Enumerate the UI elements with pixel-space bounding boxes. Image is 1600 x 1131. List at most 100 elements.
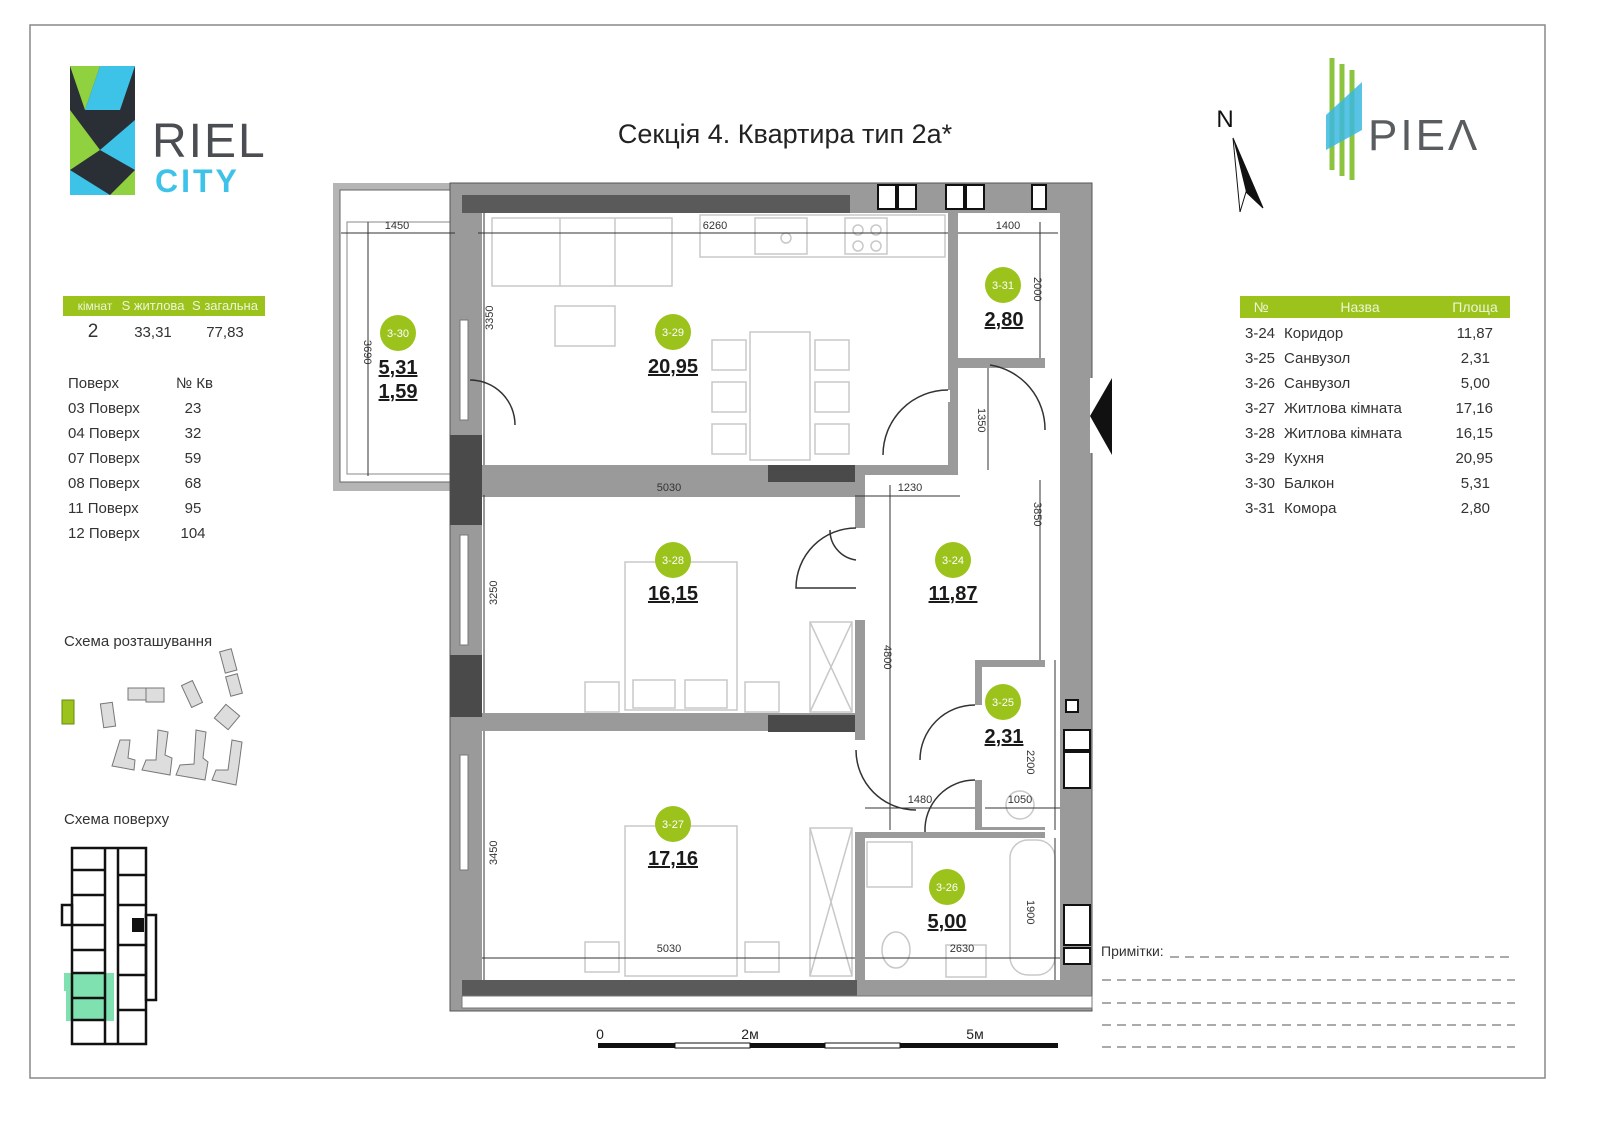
dim-label: 4800 [881, 645, 893, 669]
floor-name: 03 Поверх [68, 400, 140, 417]
summary-header-living: S житлова [122, 298, 186, 313]
riel-city-logo: RIEL CITY [70, 66, 265, 199]
room-bath-26 [865, 838, 1060, 980]
page-title: Секція 4. Квартира тип 2а* [618, 119, 953, 149]
summary-living: 33,31 [134, 324, 172, 341]
svg-text:Комора: Комора [1284, 500, 1337, 517]
piel-logo: PIEΛ [1326, 58, 1480, 180]
svg-text:Балкон: Балкон [1284, 475, 1334, 492]
floor-row: 04 Поверх 32 [68, 425, 201, 442]
rooms-table-row: 3-24 Коридор 11,87 [1245, 325, 1493, 342]
svg-text:5,00: 5,00 [1461, 375, 1490, 392]
dim-label: 3250 [488, 581, 500, 605]
room-label-3-30: 3-30 5,31 1,59 [379, 315, 418, 403]
room-label-3-25: 3-25 2,31 [985, 684, 1024, 748]
current-building-marker [61, 699, 75, 725]
svg-text:Житлова кімната: Житлова кімната [1284, 400, 1403, 417]
dim-label: 5030 [657, 482, 681, 494]
floors-header-apt: № Кв [176, 375, 213, 392]
room-area: 2,80 [985, 309, 1024, 331]
notes-label: Примітки: [1101, 943, 1164, 959]
svg-text:3-31: 3-31 [992, 280, 1014, 292]
svg-text:3-28: 3-28 [662, 555, 684, 567]
svg-text:Санвузол: Санвузол [1284, 375, 1350, 392]
svg-text:2,31: 2,31 [1461, 350, 1490, 367]
summary-header-rooms: кімнат [78, 299, 113, 313]
floor-scheme-map [60, 846, 158, 1046]
north-label: N [1216, 106, 1233, 133]
svg-text:3-29: 3-29 [662, 327, 684, 339]
apt-number: 104 [180, 525, 205, 542]
scale-label: 5м [966, 1026, 983, 1042]
rooms-header-area: Площа [1452, 299, 1498, 315]
svg-text:3-30: 3-30 [387, 328, 409, 340]
svg-text:20,95: 20,95 [1455, 450, 1493, 467]
dim-label: 1050 [1008, 794, 1032, 806]
logo-piel-text: PIEΛ [1368, 111, 1480, 160]
room-area-secondary: 1,59 [379, 381, 418, 403]
summary-header-total: S загальна [192, 298, 259, 313]
svg-text:3-24: 3-24 [942, 555, 964, 567]
svg-text:3-27: 3-27 [1245, 400, 1275, 417]
north-arrow: N [1216, 106, 1264, 213]
svg-text:5,31: 5,31 [1461, 475, 1490, 492]
svg-text:Коридор: Коридор [1284, 325, 1343, 342]
room-area: 5,00 [928, 911, 967, 933]
doors [469, 364, 1046, 833]
svg-text:3-25: 3-25 [1245, 350, 1275, 367]
rooms-table-row: 3-25 Санвузол 2,31 [1245, 350, 1490, 367]
svg-text:2,80: 2,80 [1461, 500, 1490, 517]
floor-name: 11 Поверх [68, 500, 139, 517]
site-scheme-map [61, 648, 243, 786]
rooms-table-row: 3-29 Кухня 20,95 [1245, 450, 1493, 467]
floor-name: 07 Поверх [68, 450, 140, 467]
apt-number: 32 [185, 425, 202, 442]
svg-text:3-25: 3-25 [992, 697, 1014, 709]
room-label-3-24: 3-24 11,87 [929, 542, 977, 605]
dim-label: 2630 [950, 943, 974, 955]
dim-label: 3350 [484, 306, 496, 330]
notes-section: Примітки: [1101, 943, 1515, 1048]
svg-text:11,87: 11,87 [1457, 325, 1493, 342]
floor-name: 04 Поверх [68, 425, 140, 442]
room-bedroom-28 [482, 495, 855, 713]
entrance-arrow-icon [1090, 378, 1112, 455]
dim-label: 5030 [657, 943, 681, 955]
room-area: 2,31 [985, 726, 1024, 748]
room-area: 16,15 [648, 583, 698, 605]
floor-name: 12 Поверх [68, 525, 140, 542]
dim-label: 1450 [385, 220, 409, 232]
room-label-3-31: 3-31 2,80 [985, 267, 1024, 331]
dim-label: 6260 [703, 220, 727, 232]
apt-number: 59 [185, 450, 202, 467]
room-area: 17,16 [648, 848, 698, 870]
room-label-3-26: 3-26 5,00 [928, 869, 967, 933]
dim-label: 1900 [1024, 900, 1036, 924]
apt-number: 23 [185, 400, 202, 417]
floors-header-floor: Поверх [68, 375, 119, 392]
svg-text:3-29: 3-29 [1245, 450, 1275, 467]
dim-label: 1350 [975, 408, 987, 432]
summary-rooms: 2 [88, 321, 99, 342]
apartment-plan: 1450 6260 1400 3690 3350 2000 1350 5030 … [333, 182, 1112, 1012]
rooms-header-name: Назва [1340, 299, 1379, 315]
room-label-3-29: 3-29 20,95 [648, 314, 698, 378]
svg-text:Санвузол: Санвузол [1284, 350, 1350, 367]
scale-bar: 0 2м 5м [596, 1026, 1058, 1049]
dim-label: 3850 [1031, 502, 1043, 526]
svg-text:3-24: 3-24 [1245, 325, 1275, 342]
floor-row: 07 Поверх 59 [68, 450, 201, 467]
svg-text:16,15: 16,15 [1455, 425, 1493, 442]
svg-text:Кухня: Кухня [1284, 450, 1324, 467]
apt-number: 68 [185, 475, 202, 492]
dim-label: 3690 [361, 340, 373, 364]
dim-label: 2200 [1024, 750, 1036, 774]
north-arrow-icon [1233, 138, 1263, 208]
site-scheme-label: Схема розташування [64, 633, 212, 650]
floors-table: Поверх № Кв 03 Поверх 23 04 Поверх 32 07 П… [68, 375, 213, 542]
